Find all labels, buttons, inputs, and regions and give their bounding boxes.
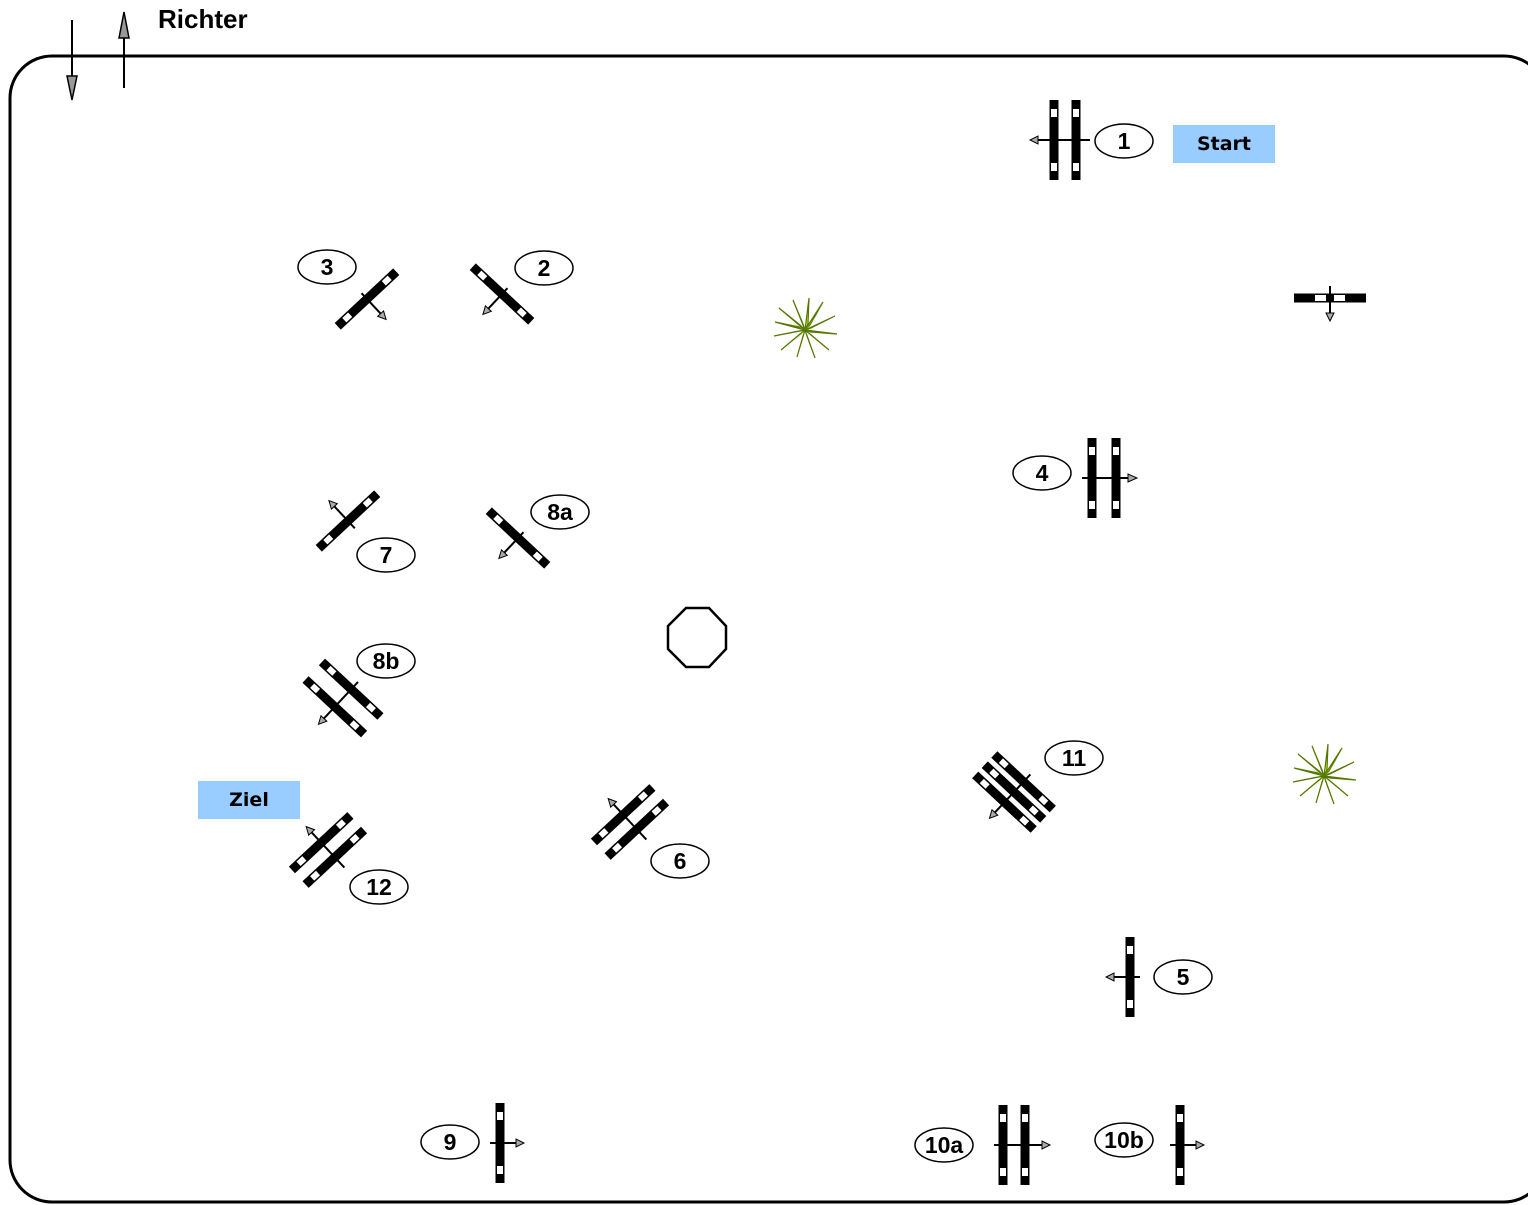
obstacle-number-text: 3 [321,254,334,280]
obstacle-8b[interactable] [289,655,387,752]
obstacle-5[interactable] [1104,937,1140,1017]
octagon-marker-icon [666,606,728,669]
obstacle-number-8a: 8a [530,494,590,530]
obstacle-number-5: 5 [1153,959,1213,995]
obstacle-number-text: 9 [444,1129,457,1155]
obstacle-number-8b: 8b [356,643,416,679]
obstacle-number-text: 11 [1062,745,1087,771]
obstacle-number-12: 12 [349,869,409,905]
practice-jump-icon [1294,286,1366,323]
judge-title: Richter [158,4,248,34]
obstacle-number-text: 5 [1177,964,1190,990]
obstacle-12[interactable] [277,799,374,895]
obstacle-number-3: 3 [297,249,357,285]
obstacle-number-text: 6 [674,848,687,874]
obstacle-1[interactable] [1028,100,1090,180]
obstacle-number-4: 4 [1012,455,1072,491]
start-label: Start [1173,125,1275,163]
obstacle-7[interactable] [300,473,384,555]
obstacle-number-text: 7 [380,542,393,568]
obstacle-11[interactable] [960,747,1059,845]
obstacle-number-text: 12 [366,874,392,900]
plant-decoration-icon [773,297,838,359]
arena-border [8,54,1528,1204]
obstacle-number-7: 7 [356,537,416,573]
obstacle-number-10b: 10b [1094,1122,1154,1158]
judge-direction-arrows-icon [66,11,130,101]
obstacle-6[interactable] [579,771,676,867]
obstacle-number-2: 2 [514,250,574,286]
obstacle-number-text: 8b [373,648,400,674]
obstacle-10b[interactable] [1170,1105,1206,1185]
plant-decoration-icon [1292,743,1357,805]
obstacle-3[interactable] [332,266,415,347]
obstacle-number-text: 8a [547,499,573,525]
obstacle-8a[interactable] [470,505,553,586]
obstacle-number-text: 1 [1118,128,1131,154]
obstacle-number-9: 9 [420,1124,480,1160]
obstacle-4[interactable] [1082,438,1139,518]
obstacle-number-text: 2 [538,255,551,281]
obstacle-number-text: 10b [1104,1127,1144,1153]
finish-label: Ziel [198,781,300,819]
obstacle-number-text: 4 [1036,460,1049,486]
obstacle-number-text: 10a [925,1132,964,1158]
obstacle-2[interactable] [454,261,537,342]
obstacle-number-1: 1 [1094,123,1154,159]
obstacle-number-6: 6 [650,843,710,879]
obstacle-10a[interactable] [994,1105,1052,1185]
obstacle-number-10a: 10a [914,1127,974,1163]
obstacle-number-11: 11 [1044,740,1104,776]
obstacle-9[interactable] [490,1103,526,1183]
